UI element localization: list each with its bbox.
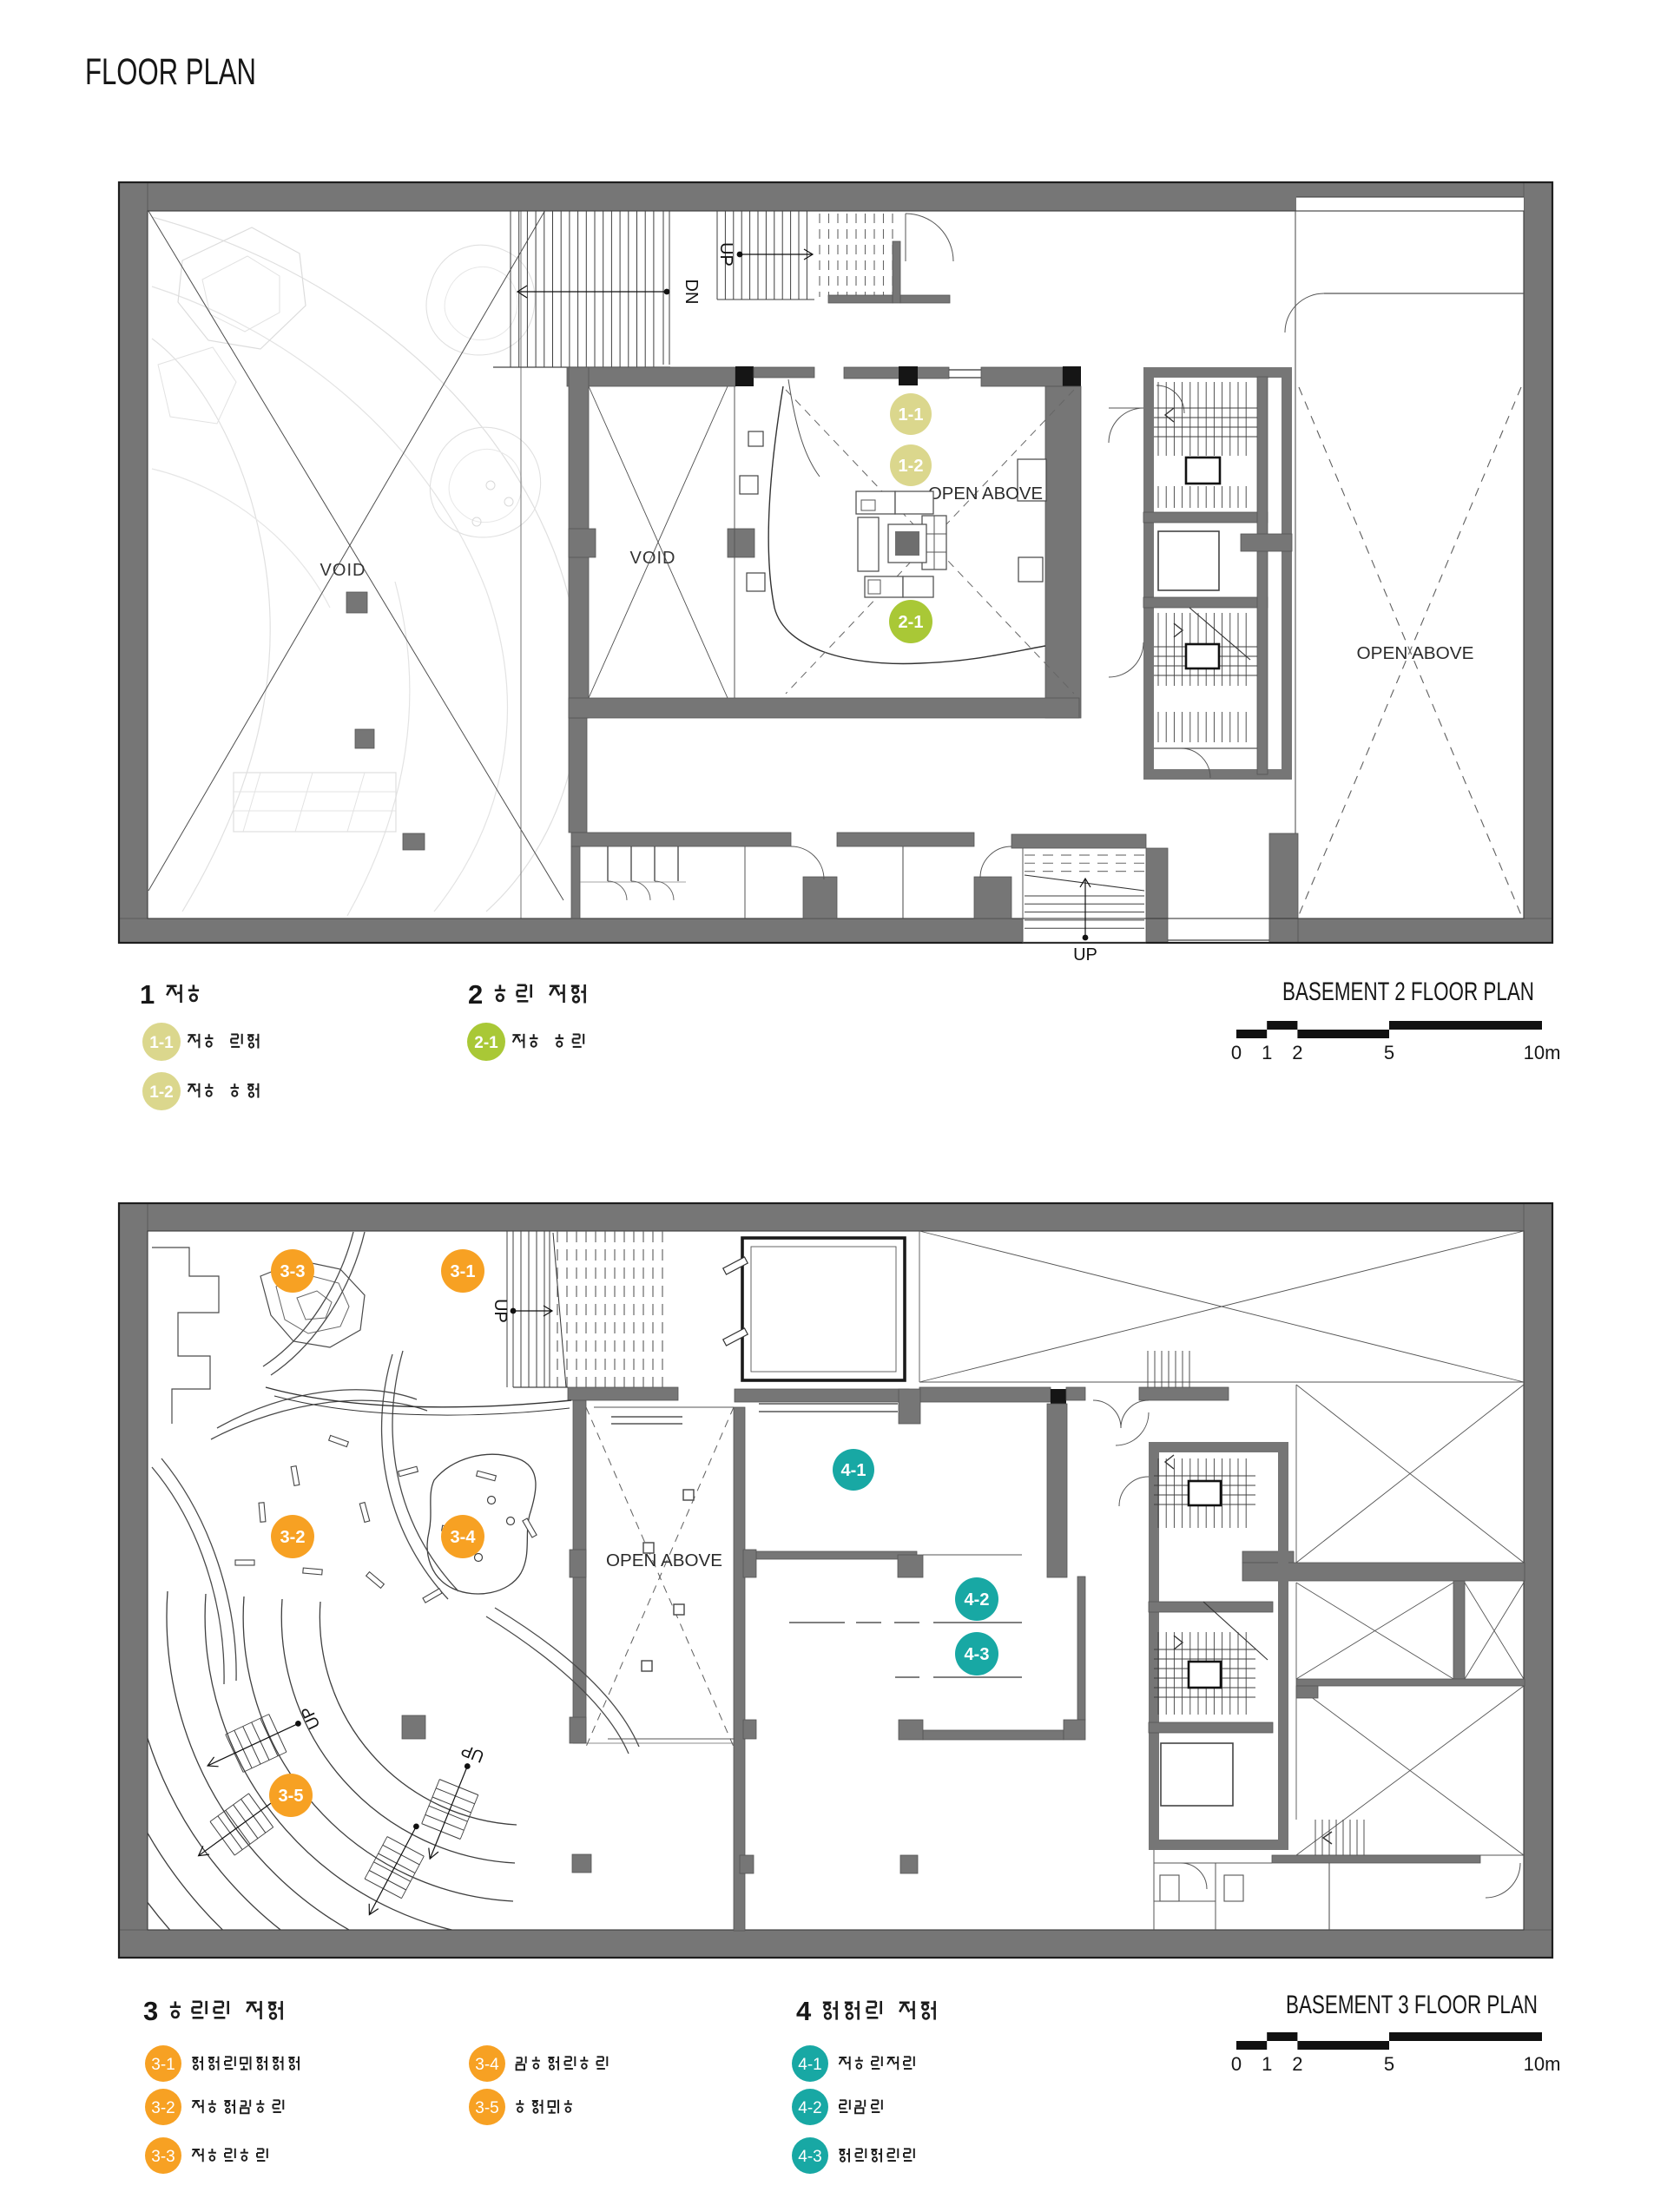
svg-text:VOID: VOID bbox=[630, 549, 676, 568]
svg-text:1-1: 1-1 bbox=[149, 1034, 174, 1052]
svg-text:3-5: 3-5 bbox=[475, 2099, 498, 2117]
svg-text:VOID: VOID bbox=[320, 561, 366, 580]
svg-text:3-4: 3-4 bbox=[451, 1528, 477, 1547]
svg-text:4-2: 4-2 bbox=[965, 1590, 990, 1610]
svg-text:BASEMENT 2 FLOOR PLAN: BASEMENT 2 FLOOR PLAN bbox=[1282, 978, 1534, 1006]
svg-text:0: 0 bbox=[1231, 1042, 1242, 1063]
svg-text:3-2: 3-2 bbox=[151, 2099, 175, 2117]
svg-text:5: 5 bbox=[1384, 2053, 1394, 2075]
svg-text:4-1: 4-1 bbox=[798, 2056, 821, 2074]
svg-text:10m: 10m bbox=[1524, 2053, 1561, 2075]
svg-text:3-1: 3-1 bbox=[451, 1262, 476, 1281]
svg-text:4-2: 4-2 bbox=[798, 2099, 821, 2117]
svg-text:1: 1 bbox=[1262, 1042, 1272, 1063]
svg-text:OPEN ABOVE: OPEN ABOVE bbox=[928, 484, 1043, 504]
svg-text:1-2: 1-2 bbox=[149, 1083, 173, 1102]
svg-text:DN: DN bbox=[682, 280, 701, 305]
svg-text:3: 3 bbox=[143, 1996, 158, 2026]
svg-text:3-2: 3-2 bbox=[280, 1528, 306, 1547]
svg-text:OPEN ABOVE: OPEN ABOVE bbox=[606, 1551, 722, 1570]
svg-text:1: 1 bbox=[1262, 2053, 1272, 2075]
svg-text:1-1: 1-1 bbox=[899, 405, 924, 425]
svg-text:10m: 10m bbox=[1524, 1042, 1561, 1063]
svg-text:1: 1 bbox=[140, 979, 155, 1010]
svg-text:4-3: 4-3 bbox=[798, 2148, 821, 2166]
svg-text:3-1: 3-1 bbox=[151, 2056, 175, 2074]
svg-text:2-1: 2-1 bbox=[899, 613, 924, 632]
svg-text:UP: UP bbox=[491, 1299, 510, 1323]
svg-text:3-3: 3-3 bbox=[151, 2148, 175, 2166]
svg-text:4-1: 4-1 bbox=[841, 1461, 866, 1480]
svg-text:2: 2 bbox=[1292, 1042, 1302, 1063]
svg-text:UP: UP bbox=[1073, 945, 1097, 964]
svg-text:2-1: 2-1 bbox=[474, 1034, 498, 1052]
svg-text:UP: UP bbox=[716, 242, 735, 267]
svg-text:5: 5 bbox=[1384, 1042, 1394, 1063]
svg-text:2: 2 bbox=[1292, 2053, 1302, 2075]
svg-text:0: 0 bbox=[1231, 2053, 1242, 2075]
svg-text:BASEMENT 3 FLOOR PLAN: BASEMENT 3 FLOOR PLAN bbox=[1286, 1991, 1538, 2019]
svg-text:FLOOR PLAN: FLOOR PLAN bbox=[85, 51, 256, 93]
svg-text:4: 4 bbox=[796, 1996, 812, 2026]
svg-text:3-4: 3-4 bbox=[475, 2056, 499, 2074]
svg-text:3-3: 3-3 bbox=[280, 1262, 306, 1281]
svg-text:3-5: 3-5 bbox=[279, 1787, 304, 1806]
svg-text:1-2: 1-2 bbox=[899, 457, 924, 476]
svg-text:2: 2 bbox=[468, 979, 483, 1010]
svg-text:OPEN ABOVE: OPEN ABOVE bbox=[1357, 644, 1474, 663]
svg-text:4-3: 4-3 bbox=[965, 1645, 990, 1664]
